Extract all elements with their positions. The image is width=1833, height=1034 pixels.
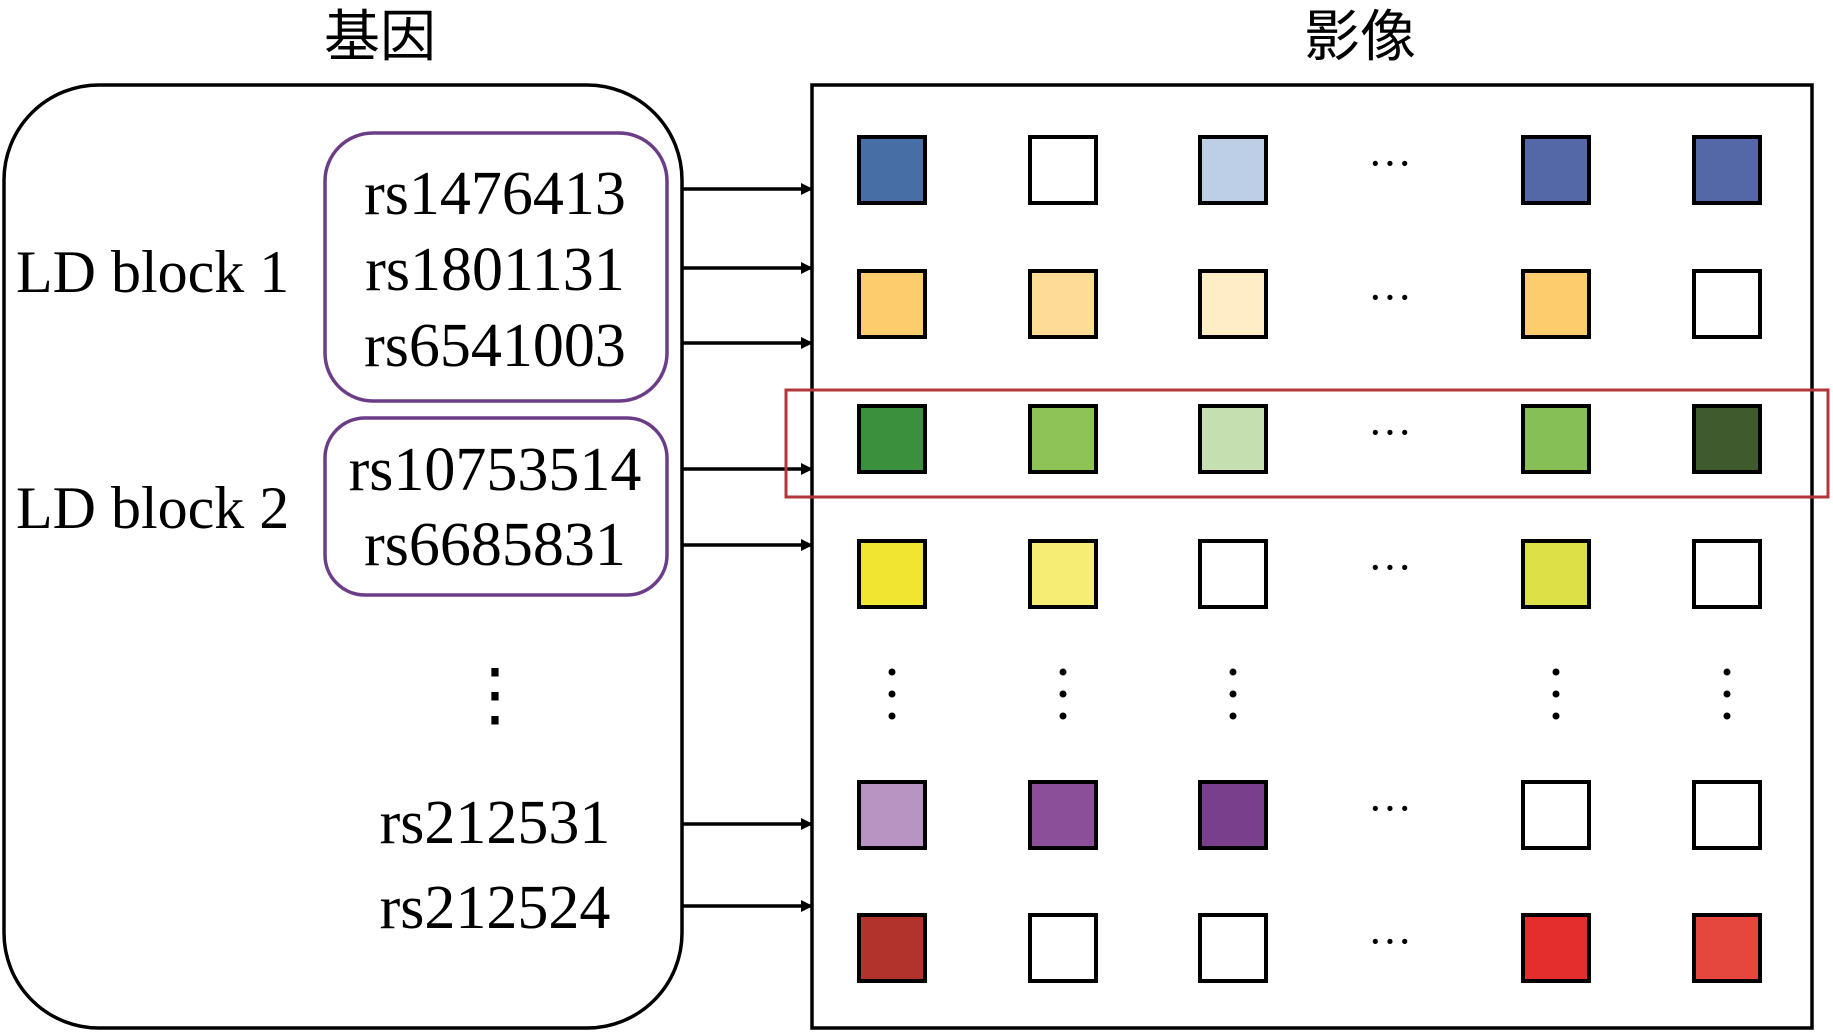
feature-cell <box>1198 913 1268 983</box>
feature-cell <box>1521 913 1591 983</box>
feature-cell <box>857 539 927 609</box>
feature-cell <box>1198 135 1268 205</box>
row-ellipsis: ··· <box>1368 543 1412 592</box>
ld-block-1-label: LD block 1 <box>16 239 289 305</box>
column-vertical-ellipsis <box>1552 668 1560 720</box>
column-vertical-ellipsis <box>1229 668 1237 720</box>
imaging-feature-grid: ··· ··· ··· ··· ··· ··· <box>857 135 1762 983</box>
snp-label: rs1801131 <box>365 236 624 304</box>
imaging-panel-title: 影像 <box>1304 7 1416 69</box>
feature-cell <box>1692 780 1762 850</box>
feature-cell <box>1198 404 1268 474</box>
gene-vertical-ellipsis: ⋮ <box>460 657 530 734</box>
gene-panel-title: 基因 <box>324 7 436 69</box>
feature-cell <box>1692 404 1762 474</box>
ld-block-2-label: LD block 2 <box>16 475 289 541</box>
feature-cell <box>1692 539 1762 609</box>
feature-cell <box>1521 404 1591 474</box>
feature-cell <box>1028 404 1098 474</box>
snp-label: rs10753514 <box>349 436 642 504</box>
ld-block-2-box <box>323 416 669 597</box>
feature-cell <box>1198 539 1268 609</box>
column-vertical-ellipsis <box>1059 668 1067 720</box>
feature-cell <box>857 269 927 339</box>
gene-panel <box>2 83 684 1030</box>
snp-label: rs212531 <box>380 789 611 857</box>
feature-cell <box>857 780 927 850</box>
feature-cell <box>857 404 927 474</box>
feature-cell <box>857 913 927 983</box>
feature-cell <box>1028 269 1098 339</box>
column-vertical-ellipsis <box>888 668 896 720</box>
feature-cell <box>1692 135 1762 205</box>
snp-label: rs6685831 <box>364 511 626 579</box>
feature-cell <box>1028 135 1098 205</box>
row-ellipsis: ··· <box>1368 408 1412 457</box>
connection-arrows <box>683 183 813 912</box>
row-ellipsis: ··· <box>1368 917 1412 966</box>
feature-cell <box>1521 269 1591 339</box>
feature-cell <box>1692 269 1762 339</box>
row-ellipsis: ··· <box>1368 784 1412 833</box>
column-vertical-ellipsis <box>1723 668 1731 720</box>
feature-cell <box>1028 913 1098 983</box>
highlight-row-box <box>784 388 1830 499</box>
row-ellipsis: ··· <box>1368 273 1412 322</box>
row-ellipsis: ··· <box>1368 139 1412 188</box>
feature-cell <box>1521 135 1591 205</box>
ld-block-1-box <box>323 131 669 403</box>
imaging-panel <box>810 83 1814 1030</box>
snp-label: rs212524 <box>380 874 611 942</box>
feature-cell <box>1028 780 1098 850</box>
feature-cell <box>1198 780 1268 850</box>
feature-cell <box>1692 913 1762 983</box>
feature-cell <box>1028 539 1098 609</box>
snp-label: rs1476413 <box>364 160 626 228</box>
snp-label: rs6541003 <box>364 312 626 380</box>
feature-cell <box>857 135 927 205</box>
feature-cell <box>1521 539 1591 609</box>
feature-cell <box>1198 269 1268 339</box>
feature-cell <box>1521 780 1591 850</box>
